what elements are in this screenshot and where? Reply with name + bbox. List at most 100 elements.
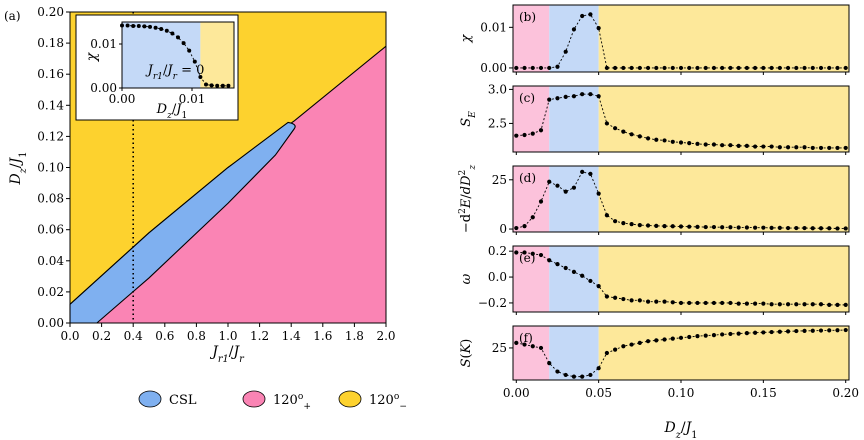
data-point-b (678, 65, 684, 71)
band-120-plus (513, 246, 550, 312)
x-tick-label-f: 0.05 (585, 386, 612, 400)
y-axis-label-a: Dz/J1 (8, 152, 29, 186)
band-csl (549, 246, 599, 312)
data-point-f (563, 372, 568, 378)
data-point-d (563, 189, 568, 194)
data-point-f (580, 374, 585, 379)
data-point-b (753, 65, 758, 71)
data-point-e (580, 273, 585, 278)
y-tick-label-a: 0.00 (37, 316, 64, 330)
data-point-c (835, 145, 840, 151)
inset-chi-point (209, 83, 214, 88)
data-point-d (687, 224, 692, 229)
data-point-d (588, 171, 593, 176)
data-point-f (777, 329, 782, 334)
data-point-e (637, 298, 642, 303)
x-tick-label-a: 1.6 (313, 329, 332, 343)
data-point-e (555, 262, 560, 267)
data-point-c (588, 92, 593, 97)
x-axis-label-a: Jr1/Jr (209, 344, 245, 365)
panel-label-f: (f) (519, 331, 533, 345)
data-point-f (769, 329, 774, 335)
data-point-c (744, 143, 749, 148)
data-point-d (621, 221, 626, 226)
data-point-f (629, 342, 634, 347)
data-point-c (728, 143, 733, 148)
data-point-e (678, 300, 684, 306)
data-point-e (613, 295, 618, 300)
data-point-b (736, 65, 741, 71)
legend-label-csl: CSL (169, 393, 197, 408)
legend-label-minus: 120o− (369, 392, 407, 412)
x-tick-label-f: 0.10 (668, 386, 695, 400)
data-point-e (802, 302, 807, 307)
y-tick-label-e: 0.2 (488, 244, 507, 258)
y-tick-label-d: 0 (499, 222, 507, 236)
data-point-b (843, 65, 848, 71)
inset-chi-point (204, 82, 208, 87)
data-point-f (736, 331, 741, 336)
data-point-e (777, 302, 782, 307)
data-point-b (818, 65, 824, 71)
inset-y-tick-label: 0.01 (90, 37, 117, 51)
legend: CSL 120o+ 120o− (138, 390, 407, 412)
inset-chi-point (170, 31, 175, 36)
y-tick-label-a: 0.08 (37, 192, 64, 206)
data-point-b (604, 65, 609, 71)
inset-chi-point (187, 48, 192, 53)
inset-chi-point (176, 35, 180, 40)
data-point-f (654, 338, 659, 343)
data-point-e (547, 258, 552, 263)
x-tick-label-a: 2.0 (376, 329, 395, 343)
data-point-e (703, 300, 708, 306)
data-point-f (761, 330, 766, 335)
data-point-e (843, 302, 848, 307)
y-axis-label-d: −d2E/dD2z (458, 165, 478, 233)
data-point-c (629, 132, 634, 137)
data-point-d (670, 224, 675, 229)
data-point-d (802, 225, 807, 231)
data-point-d (744, 225, 749, 230)
data-point-c (695, 141, 700, 146)
legend-label-plus: 120o+ (273, 392, 311, 412)
inset-chi-point (159, 27, 164, 32)
data-point-c (670, 139, 675, 144)
data-point-e (794, 302, 799, 307)
data-point-f (753, 330, 758, 335)
panel-label-e: (e) (519, 251, 535, 265)
x-tick-label-f: 0.20 (832, 386, 859, 400)
data-point-f (835, 328, 840, 333)
data-point-b (538, 65, 544, 71)
data-point-f (670, 336, 675, 341)
data-point-d (843, 226, 848, 231)
inset-y-axis-label: χ (84, 51, 100, 62)
data-point-c (761, 144, 766, 149)
inset-x-tick-label: 0.01 (179, 92, 206, 106)
panel-b: 0.000.01(b)χ (459, 4, 850, 75)
data-point-e (695, 300, 700, 306)
data-point-b (670, 65, 675, 71)
data-point-d (613, 219, 618, 224)
data-point-f (588, 372, 593, 378)
inset-annotation: Jr1/Jr = 0 (145, 63, 205, 82)
data-point-c (645, 136, 651, 141)
data-point-e (662, 299, 667, 304)
data-point-d (761, 225, 766, 230)
x-tick-label-a: 0.0 (60, 329, 79, 343)
data-point-b (769, 65, 774, 71)
data-point-e (629, 298, 634, 303)
inset-csl-band (122, 22, 201, 88)
data-point-b (761, 65, 766, 71)
data-point-e (753, 301, 758, 306)
data-point-c (720, 143, 725, 148)
panel-d: 025(d)−d2E/dD2z (458, 165, 850, 236)
band-120-plus (513, 86, 550, 152)
data-point-c (785, 145, 791, 150)
data-point-d (794, 225, 799, 231)
y-tick-label-e: −0.2 (478, 296, 507, 310)
data-point-c (522, 132, 527, 138)
data-point-c (613, 126, 618, 131)
data-point-b (563, 49, 568, 54)
data-point-d (637, 223, 642, 228)
